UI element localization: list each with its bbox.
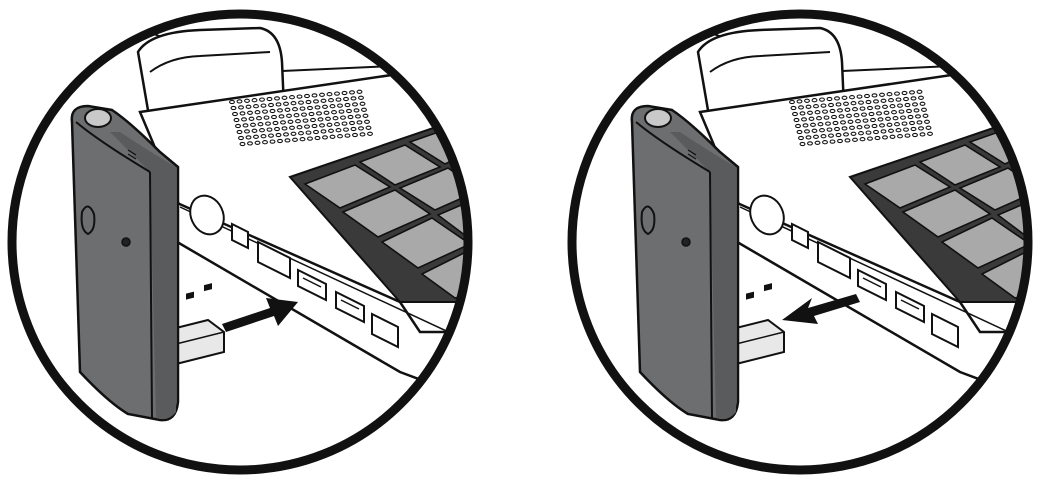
arrow-left-down-icon: [782, 294, 860, 324]
arrow-right-up-icon: [222, 298, 298, 332]
remove-panel: [560, 0, 1040, 482]
insert-panel: [0, 0, 480, 482]
